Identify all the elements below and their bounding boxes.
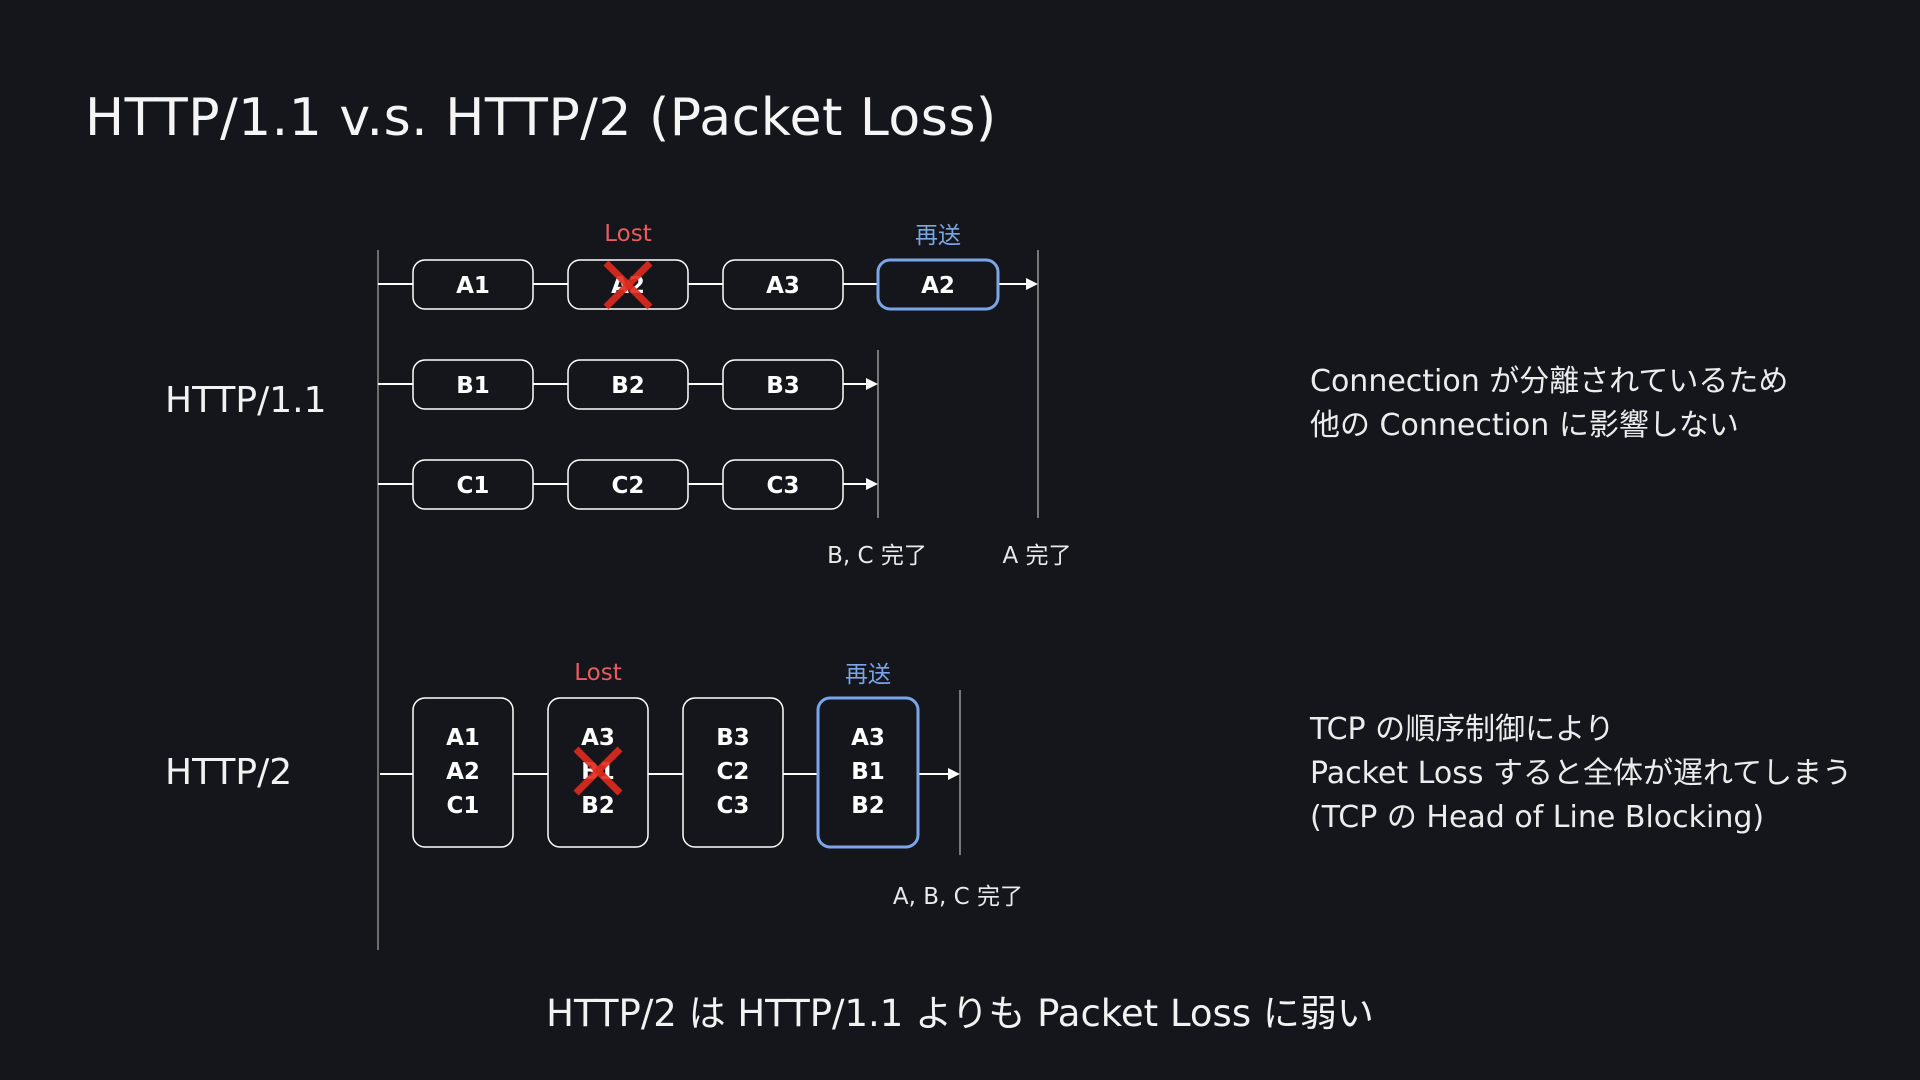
packet-a3-label: A3 xyxy=(766,273,800,299)
http2-note-line-1: TCP の順序制御により xyxy=(1310,712,1615,747)
packet-a2-resend xyxy=(876,258,1000,311)
http11-row-b: B1 B2 B3 xyxy=(378,359,878,410)
packet-c1-label: C1 xyxy=(457,473,490,499)
bc-done-label: B, C 完了 xyxy=(827,543,927,569)
http11-note: Connection が分離されているため 他の Connection に影響し… xyxy=(1310,360,1788,448)
packet-c2 xyxy=(567,459,689,510)
frame-3-line-3: C3 xyxy=(717,793,750,819)
summary-text: HTTP/2 は HTTP/1.1 よりも Packet Loss に弱い xyxy=(546,992,1374,1035)
lost-cross-icon xyxy=(573,746,623,796)
http11-row-c: C1 C2 C3 xyxy=(378,459,878,510)
http2-resend-label: 再送 xyxy=(845,662,891,688)
frame-4-line-3: B2 xyxy=(851,793,885,819)
http11-resend-label: 再送 xyxy=(915,223,961,249)
packet-b2-label: B2 xyxy=(611,373,645,399)
frame-3-line-1: B3 xyxy=(716,725,750,751)
frame-2-line-1: A3 xyxy=(581,725,615,751)
http11-lost-label: Lost xyxy=(604,221,651,247)
abc-done-label: A, B, C 完了 xyxy=(893,884,1023,910)
packet-c1 xyxy=(412,459,534,510)
packet-c3-label: C3 xyxy=(767,473,800,499)
http11-note-line-1: Connection が分離されているため xyxy=(1310,364,1789,399)
packet-a1 xyxy=(412,259,534,310)
http11-row-a: A1 A2 A3 A2 Lost 再送 xyxy=(378,221,1038,311)
packet-c2-label: C2 xyxy=(612,473,645,499)
a-done-label: A 完了 xyxy=(1002,543,1071,569)
page-title: HTTP/1.1 v.s. HTTP/2 (Packet Loss) xyxy=(85,88,997,148)
packet-b1 xyxy=(412,359,534,410)
frame-2-line-3: B2 xyxy=(581,793,615,819)
packet-a2-resend-label: A2 xyxy=(921,273,955,299)
packet-b2 xyxy=(567,359,689,410)
http11-label: HTTP/1.1 xyxy=(165,380,327,421)
http2-label: HTTP/2 xyxy=(165,752,293,793)
frame-4-line-1: A3 xyxy=(851,725,885,751)
packet-a1-label: A1 xyxy=(456,273,490,299)
frame-4-resend xyxy=(816,696,920,849)
frame-1-line-1: A1 xyxy=(446,725,480,751)
packet-b1-label: B1 xyxy=(456,373,490,399)
http2-note-line-3: (TCP の Head of Line Blocking) xyxy=(1310,800,1765,835)
http2-stream: A1 A2 C1 A3 B1 B2 B3 C2 C3 A3 B1 B2 Lost… xyxy=(380,660,960,849)
frame-1 xyxy=(412,697,514,848)
http2-note: TCP の順序制御により Packet Loss すると全体が遅れてしまう (T… xyxy=(1310,708,1852,840)
http11-note-line-2: 他の Connection に影響しない xyxy=(1310,408,1739,443)
lost-cross-icon xyxy=(603,260,653,310)
frame-3 xyxy=(682,697,784,848)
frame-1-line-2: A2 xyxy=(446,759,480,785)
http2-lost-label: Lost xyxy=(574,660,621,686)
packet-a3 xyxy=(722,259,844,310)
frame-3-line-2: C2 xyxy=(717,759,750,785)
packet-b3 xyxy=(722,359,844,410)
frame-1-line-3: C1 xyxy=(447,793,480,819)
http2-note-line-2: Packet Loss すると全体が遅れてしまう xyxy=(1310,756,1853,791)
packet-c3 xyxy=(722,459,844,510)
packet-b3-label: B3 xyxy=(766,373,800,399)
frame-4-line-2: B1 xyxy=(851,759,885,785)
